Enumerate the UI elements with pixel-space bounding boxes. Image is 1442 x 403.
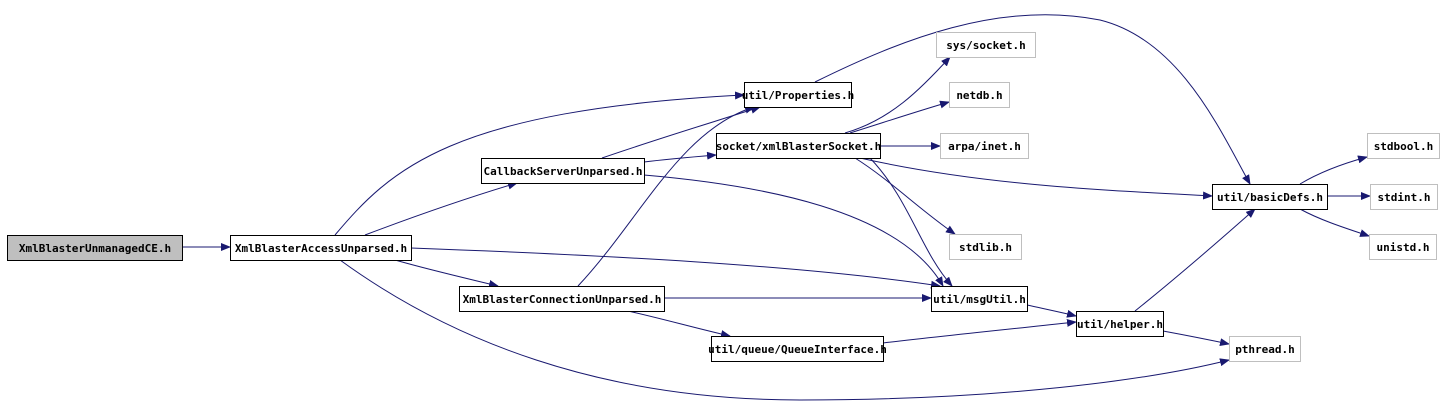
node-label-arpainet: arpa/inet.h: [948, 140, 1021, 153]
node-label-access: XmlBlasterAccessUnparsed.h: [235, 242, 407, 255]
node-box-stdint: [1370, 184, 1438, 210]
node-label-syssocket: sys/socket.h: [946, 39, 1025, 52]
node-stdlib: stdlib.h: [949, 234, 1022, 260]
node-helper[interactable]: util/helper.h: [1076, 311, 1164, 337]
edge-socket-to-msgutil: [869, 157, 953, 287]
edge-helper-to-pthread: [1162, 330, 1230, 347]
node-socket[interactable]: socket/xmlBlasterSocket.h: [716, 133, 882, 159]
node-netdb: netdb.h: [949, 82, 1010, 108]
edge-basicdefs-to-unistd: [1299, 208, 1370, 237]
node-basicdefs[interactable]: util/basicDefs.h: [1212, 184, 1328, 210]
node-label-connection: XmlBlasterConnectionUnparsed.h: [463, 293, 662, 306]
node-box-pthread: [1229, 336, 1301, 362]
edge-basicdefs-to-stdbool: [1299, 155, 1368, 185]
node-box-msgutil: [931, 286, 1028, 312]
node-box-stdbool: [1367, 133, 1440, 159]
node-stdbool: stdbool.h: [1367, 133, 1440, 159]
node-box-queue: [711, 336, 884, 362]
node-label-netdb: netdb.h: [956, 89, 1002, 102]
node-label-unistd: unistd.h: [1377, 241, 1430, 254]
edge-socket-to-stdlib: [854, 157, 956, 235]
node-pthread: pthread.h: [1229, 336, 1301, 362]
node-access[interactable]: XmlBlasterAccessUnparsed.h: [230, 235, 412, 261]
node-box-unistd: [1369, 234, 1437, 260]
node-box-callback: [481, 158, 645, 184]
node-box-basicdefs: [1212, 184, 1328, 210]
node-label-pthread: pthread.h: [1235, 343, 1295, 356]
edge-access-to-callback: [364, 181, 518, 236]
node-box-access: [230, 235, 412, 261]
node-label-root: XmlBlasterUnmanagedCE.h: [19, 242, 171, 255]
node-label-stdbool: stdbool.h: [1374, 140, 1434, 153]
node-box-syssocket: [936, 32, 1036, 58]
edge-queue-to-helper: [882, 318, 1077, 344]
node-arpainet: arpa/inet.h: [940, 133, 1029, 159]
edge-socket-to-basicdefs: [859, 157, 1213, 200]
edge-connection-to-queue: [627, 310, 731, 338]
node-box-properties: [744, 82, 852, 108]
node-msgutil[interactable]: util/msgUtil.h: [931, 286, 1028, 312]
node-queue[interactable]: util/queue/QueueInterface.h: [708, 336, 887, 362]
node-label-msgutil: util/msgUtil.h: [933, 293, 1026, 306]
node-properties[interactable]: util/Properties.h: [742, 82, 855, 108]
edge-access-to-properties: [334, 91, 745, 236]
node-box-root: [7, 235, 183, 261]
edge-access-to-connection: [394, 259, 499, 288]
edge-helper-to-basicdefs: [1134, 208, 1256, 312]
node-stdint: stdint.h: [1370, 184, 1438, 210]
node-box-helper: [1076, 311, 1164, 337]
edge-connection-to-properties: [577, 105, 755, 287]
edge-msgutil-to-helper: [1026, 304, 1077, 318]
edge-access-to-pthread: [339, 259, 1230, 401]
node-callback[interactable]: CallbackServerUnparsed.h: [481, 158, 645, 184]
node-label-basicdefs: util/basicDefs.h: [1217, 191, 1323, 204]
node-label-socket: socket/xmlBlasterSocket.h: [716, 140, 882, 153]
edge-callback-to-msgutil: [643, 174, 944, 287]
edge-socket-to-netdb: [849, 100, 950, 134]
edge-properties-to-basicdefs: [814, 14, 1251, 185]
node-label-helper: util/helper.h: [1077, 318, 1163, 331]
node-label-stdlib: stdlib.h: [959, 241, 1012, 254]
node-syssocket: sys/socket.h: [936, 32, 1036, 58]
edge-access-to-msgutil: [410, 247, 941, 289]
node-box-socket: [716, 133, 881, 159]
node-box-arpainet: [940, 133, 1029, 159]
node-box-stdlib: [949, 234, 1022, 260]
node-label-callback: CallbackServerUnparsed.h: [484, 165, 643, 178]
node-connection[interactable]: XmlBlasterConnectionUnparsed.h: [459, 286, 665, 312]
node-box-netdb: [949, 82, 1010, 108]
node-root[interactable]: XmlBlasterUnmanagedCE.h: [7, 235, 183, 261]
node-label-queue: util/queue/QueueInterface.h: [708, 343, 887, 356]
edge-socket-to-syssocket: [844, 56, 951, 134]
node-label-properties: util/Properties.h: [742, 89, 855, 102]
node-label-stdint: stdint.h: [1378, 191, 1431, 204]
node-unistd: unistd.h: [1369, 234, 1437, 260]
node-box-connection: [459, 286, 665, 312]
